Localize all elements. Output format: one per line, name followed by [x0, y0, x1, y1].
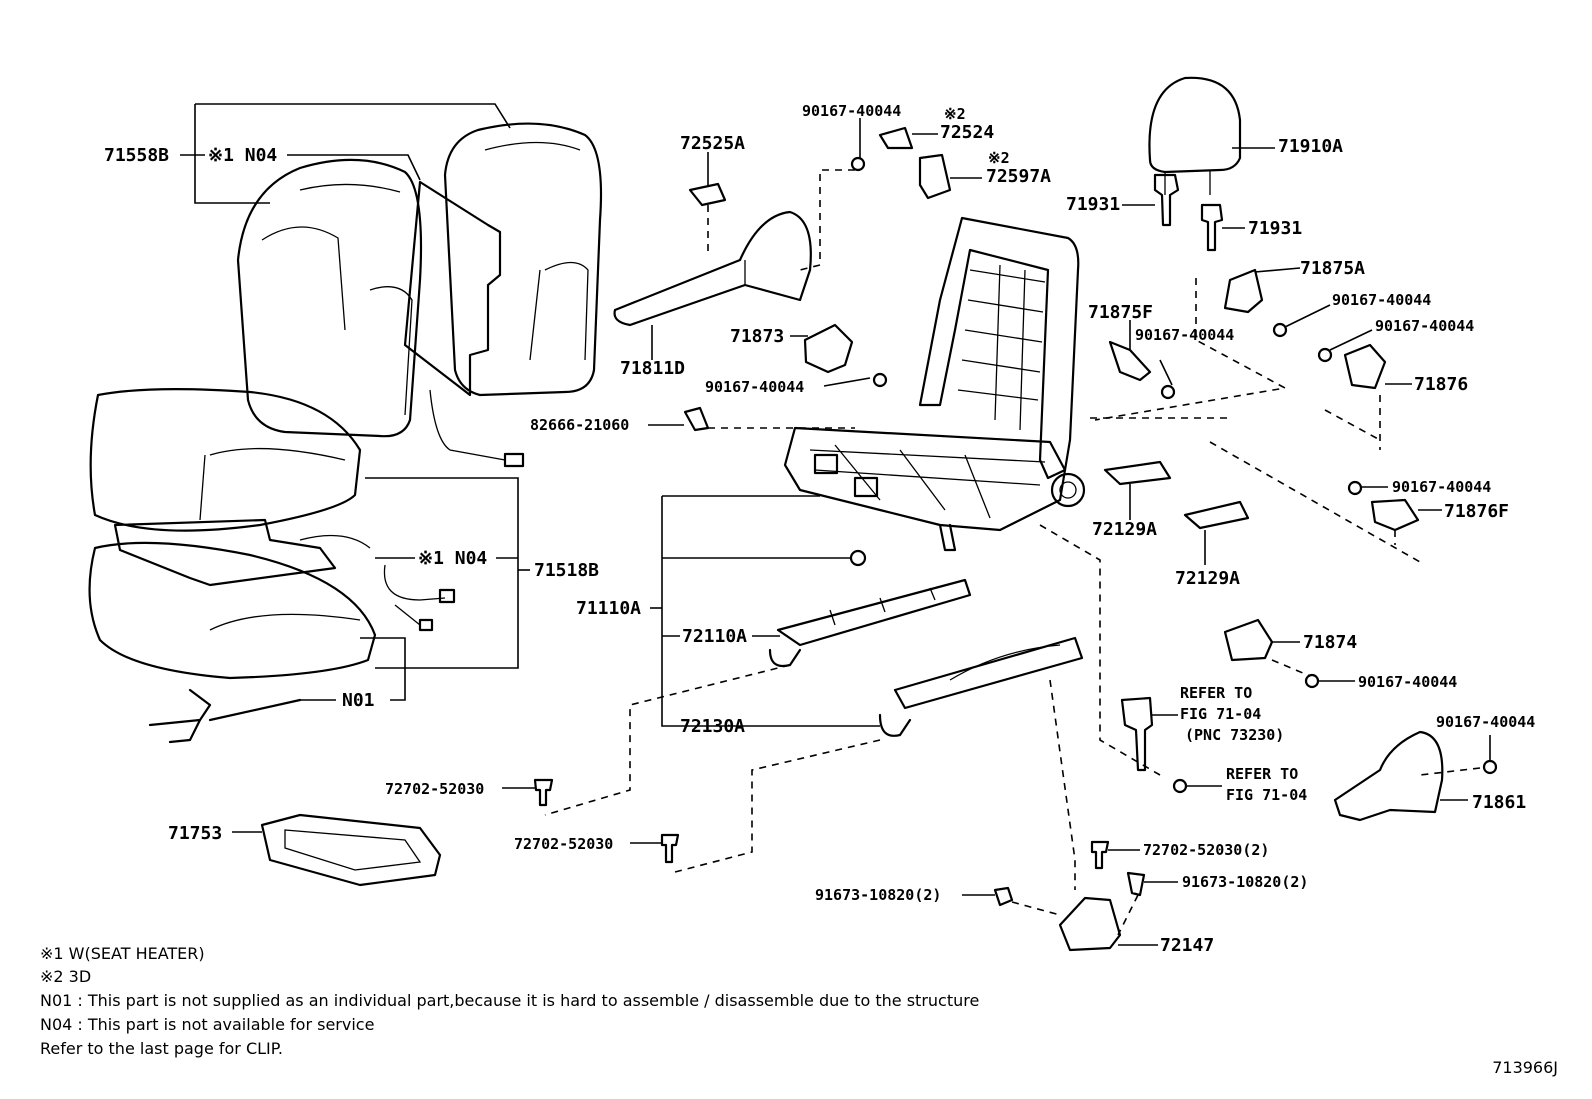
headrest-group — [1148, 76, 1242, 252]
refer2-line2: FIG 71-04 — [1226, 786, 1307, 804]
label-72702-a: 72702-52030 — [385, 780, 484, 798]
adjuster-rails — [768, 549, 1084, 737]
label-82666: 82666-21060 — [530, 416, 629, 434]
label-90167-r6: 90167-40044 — [1436, 713, 1535, 731]
label-71875F: 71875F — [1088, 302, 1153, 323]
seat-frame — [783, 216, 1086, 552]
label-71811D: 71811D — [620, 358, 685, 379]
label-72130A: 72130A — [680, 716, 745, 737]
refer1-line1: REFER TO — [1180, 684, 1252, 702]
label-71931a: 71931 — [1066, 194, 1120, 215]
bottom-parts — [260, 778, 1146, 952]
label-91673-a: 91673-10820(2) — [815, 886, 941, 904]
label-71558B-note: ※1 N04 — [208, 145, 277, 166]
label-71518B: 71518B — [534, 560, 599, 581]
figure-code: 713966J — [1492, 1058, 1558, 1077]
seat-cushion-group — [88, 388, 456, 744]
label-72702-b: 72702-52030 — [514, 835, 613, 853]
label-72129A-b: 72129A — [1175, 568, 1240, 589]
hinge-cover-group — [850, 126, 952, 388]
label-71861: 71861 — [1472, 792, 1526, 813]
label-90167-top: 90167-40044 — [802, 102, 901, 120]
label-72525A: 72525A — [680, 133, 745, 154]
label-90167-r5: 90167-40044 — [1358, 673, 1457, 691]
label-71931b: 71931 — [1248, 218, 1302, 239]
refer1-line3: (PNC 73230) — [1185, 726, 1284, 744]
note-n01: N01 : This part is not supplied as an in… — [40, 991, 980, 1010]
note-clip: Refer to the last page for CLIP. — [40, 1039, 283, 1058]
label-71110A: 71110A — [576, 598, 641, 619]
label-71873: 71873 — [730, 326, 784, 347]
label-91673-b: 91673-10820(2) — [1182, 873, 1308, 891]
seatback-cover-group — [236, 122, 603, 468]
label-71876F: 71876F — [1444, 501, 1509, 522]
label-90167-r2: 90167-40044 — [1375, 317, 1474, 335]
note-seat-heater: ※1 W(SEAT HEATER) — [40, 944, 205, 963]
label-71558B: 71558B — [104, 145, 169, 166]
label-72702-c: 72702-52030(2) — [1143, 841, 1269, 859]
label-72147: 72147 — [1160, 935, 1214, 956]
label-90167-r3: 90167-40044 — [1135, 326, 1234, 344]
label-71875A: 71875A — [1300, 258, 1365, 279]
label-90167-r1: 90167-40044 — [1332, 291, 1431, 309]
label-90167-r4: 90167-40044 — [1392, 478, 1491, 496]
label-72597A: 72597A — [986, 166, 1051, 187]
label-71874: 71874 — [1303, 632, 1357, 653]
label-71876: 71876 — [1414, 374, 1468, 395]
note-n04: N04 : This part is not available for ser… — [40, 1015, 375, 1034]
label-72524: 72524 — [940, 122, 994, 143]
label-71753: 71753 — [168, 823, 222, 844]
label-72129A-a: 72129A — [1092, 519, 1157, 540]
refer2-line1: REFER TO — [1226, 765, 1298, 783]
right-hinge-parts — [1103, 268, 1420, 532]
mark-72597A: ※2 — [988, 149, 1010, 167]
label-71518B-note: ※1 N04 — [418, 548, 487, 569]
refer1-line2: FIG 71-04 — [1180, 705, 1261, 723]
label-N01: N01 — [342, 690, 375, 711]
note-3d: ※2 3D — [40, 967, 92, 986]
mark-72524: ※2 — [944, 105, 966, 123]
label-71910A: 71910A — [1278, 136, 1343, 157]
label-72110A: 72110A — [682, 626, 747, 647]
label-90167-mid: 90167-40044 — [705, 378, 804, 396]
